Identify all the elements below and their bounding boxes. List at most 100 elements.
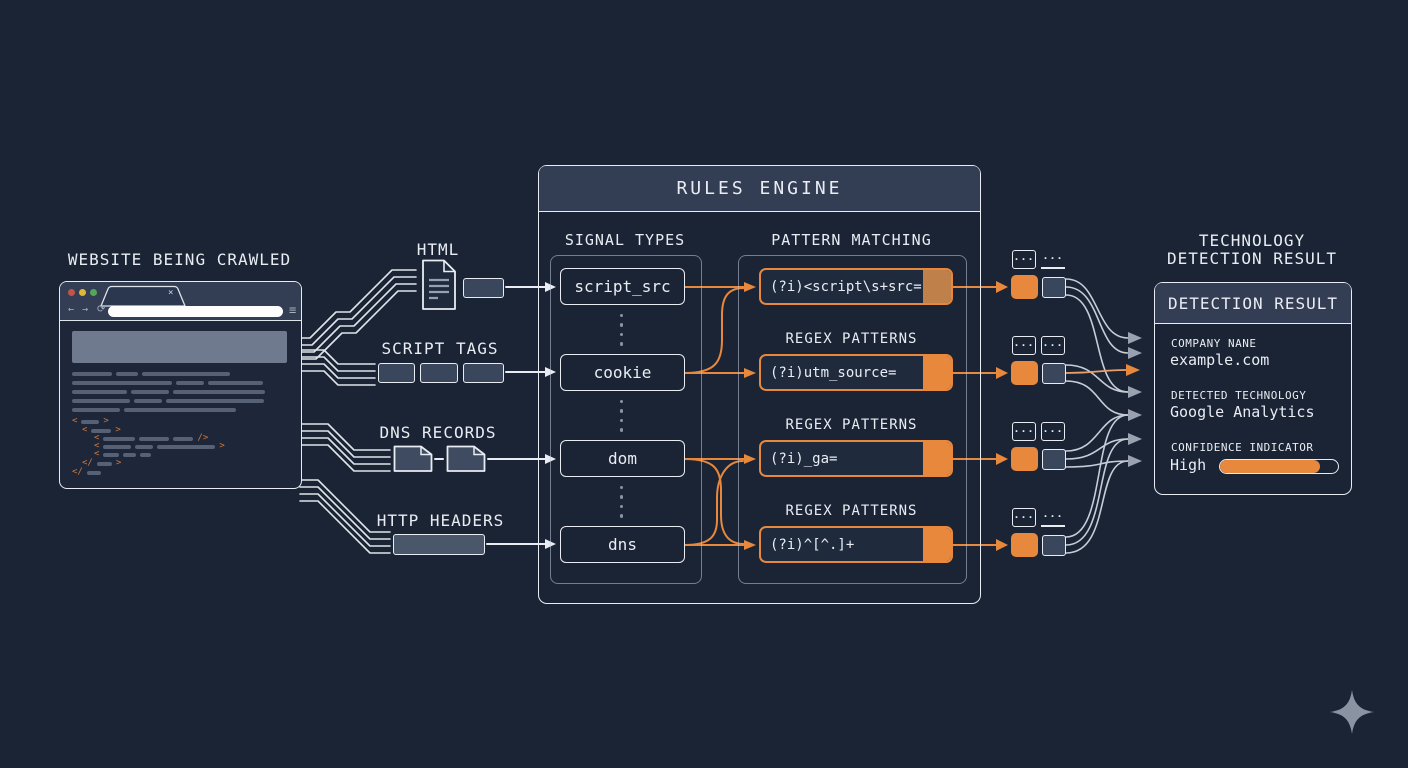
rules-engine-header: RULES ENGINE	[539, 166, 980, 212]
page-text-row	[72, 381, 263, 385]
code-line: </	[72, 468, 101, 477]
regex-pattern: (?i)<script\s+src=	[770, 278, 922, 295]
code-line: <>	[72, 416, 109, 426]
page-text-row	[72, 390, 265, 394]
ellipsis-dots	[620, 486, 624, 518]
match-dots-box: ...	[1012, 508, 1036, 527]
code-line: <>	[82, 425, 121, 435]
signal-label: dom	[608, 449, 637, 468]
signal-types-heading: SIGNAL TYPES	[564, 231, 686, 249]
pattern-tab	[923, 442, 951, 475]
browser-window: × ← → ⟳ ≡ <> <> </> <>	[59, 281, 302, 489]
match-hit-square	[1011, 275, 1038, 299]
match-dots-box: ...	[1041, 336, 1065, 355]
refresh-icon: ⟳	[97, 304, 106, 315]
page-text-row	[72, 372, 230, 376]
detection-result-panel: DETECTION RESULT COMPANY NANE example.co…	[1154, 282, 1352, 495]
traffic-light-yellow-icon	[79, 289, 86, 296]
pattern-tab	[923, 528, 951, 561]
page-hero-block	[72, 331, 287, 363]
regex-pattern: (?i)^[^.]+	[770, 536, 855, 553]
match-hit-square	[1011, 361, 1038, 385]
result-title-line2: DETECTION RESULT	[1166, 249, 1338, 268]
pattern-box-domain: (?i)^[^.]+	[759, 526, 953, 563]
signal-box-dom: dom	[560, 440, 685, 477]
menu-icon: ≡	[289, 303, 297, 317]
input-label-html: HTML	[416, 240, 460, 259]
script-tag-block	[378, 363, 415, 383]
signal-types-column	[550, 255, 702, 584]
page-text-row	[72, 399, 264, 403]
browser-tab	[100, 285, 186, 307]
match-dots-box: ...	[1012, 336, 1036, 355]
page-text-row	[72, 408, 236, 412]
match-dots-box: ...	[1041, 422, 1065, 441]
match-miss-square	[1042, 535, 1066, 556]
script-tag-block	[463, 363, 504, 383]
match-miss-square	[1042, 277, 1066, 298]
script-tag-block	[420, 363, 458, 383]
rules-engine-title: RULES ENGINE	[676, 178, 843, 199]
tab-close-icon: ×	[168, 288, 174, 298]
html-document-icon	[422, 259, 456, 310]
traffic-light-green-icon	[90, 289, 97, 296]
signal-box-cookie: cookie	[560, 354, 685, 391]
match-miss-square	[1042, 363, 1066, 384]
http-header-block	[393, 534, 485, 555]
regex-patterns-label: REGEX PATTERNS	[785, 331, 918, 347]
input-label-http-headers: HTTP HEADERS	[376, 511, 505, 530]
website-title: WEBSITE BEING CRAWLED	[67, 250, 292, 269]
confidence-indicator-label: CONFIDENCE INDICATOR	[1171, 441, 1314, 454]
detection-result-title: DETECTION RESULT	[1167, 293, 1339, 313]
confidence-bar	[1219, 459, 1339, 474]
regex-patterns-label: REGEX PATTERNS	[785, 503, 918, 519]
forward-icon: →	[82, 304, 89, 315]
pattern-tab	[923, 270, 951, 303]
match-hit-square	[1011, 533, 1038, 557]
dns-file-icon	[446, 445, 486, 472]
pattern-box-utm-source: (?i)utm_source=	[759, 354, 953, 391]
dns-file-icon	[393, 445, 433, 472]
pattern-tab	[923, 356, 951, 389]
regex-patterns-label: REGEX PATTERNS	[785, 417, 918, 433]
ellipsis-dots	[620, 400, 624, 432]
code-line: <>	[94, 441, 225, 451]
sparkle-icon	[1330, 690, 1374, 734]
regex-pattern: (?i)utm_source=	[770, 364, 897, 381]
input-label-script-tags: SCRIPT TAGS	[381, 339, 499, 358]
company-name-value: example.com	[1170, 351, 1270, 369]
match-hit-square	[1011, 447, 1038, 471]
result-title-line1: TECHNOLOGY	[1198, 231, 1306, 250]
match-miss-square	[1042, 449, 1066, 470]
signal-box-dns: dns	[560, 526, 685, 563]
pattern-box-script-src: (?i)<script\s+src=	[759, 268, 953, 305]
detected-technology-value: Google Analytics	[1170, 403, 1315, 421]
signal-box-script-src: script_src	[560, 268, 685, 305]
detection-result-header: DETECTION RESULT	[1155, 283, 1351, 324]
confidence-bar-fill	[1220, 460, 1321, 473]
pattern-matching-column	[738, 255, 967, 584]
traffic-light-red-icon	[68, 289, 75, 296]
match-dots-box: ...	[1012, 422, 1036, 441]
company-name-label: COMPANY NANE	[1171, 337, 1257, 350]
signal-label: cookie	[593, 363, 652, 382]
signal-label: dns	[608, 535, 637, 554]
code-line: </>	[94, 433, 209, 443]
input-label-dns-records: DNS RECORDS	[379, 423, 497, 442]
back-icon: ←	[68, 304, 75, 315]
url-bar	[108, 306, 283, 317]
detected-technology-label: DETECTED TECHNOLOGY	[1171, 389, 1307, 402]
code-line: </>	[82, 458, 122, 468]
ellipsis-dots	[620, 314, 624, 346]
regex-pattern: (?i)_ga=	[770, 450, 838, 467]
pattern-box-ga: (?i)_ga=	[759, 440, 953, 477]
match-dots-underline: ...	[1041, 250, 1065, 269]
match-dots-underline: ...	[1041, 508, 1065, 527]
match-dots-box: ...	[1012, 250, 1036, 269]
rules-engine-panel: RULES ENGINE	[538, 165, 981, 604]
code-line: <	[94, 450, 152, 459]
html-snippet-block	[463, 278, 504, 298]
confidence-value: High	[1170, 456, 1207, 474]
